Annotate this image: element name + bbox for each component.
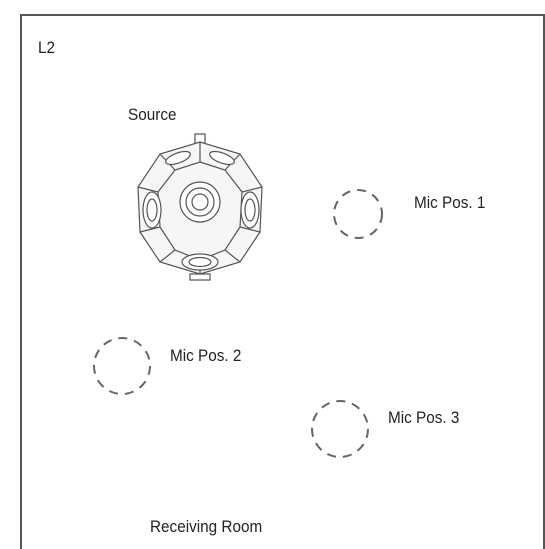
mic-position-2-icon [93, 337, 151, 395]
room-name-label: Receiving Room [150, 517, 263, 536]
receiving-room-outline [20, 14, 545, 549]
mic-pos-2-label: Mic Pos. 2 [170, 346, 242, 365]
mic-position-1-icon [333, 189, 383, 239]
mic-pos-3-label: Mic Pos. 3 [388, 408, 460, 427]
dodecahedron-speaker-icon [137, 133, 263, 281]
mic-pos-1-label: Mic Pos. 1 [414, 193, 486, 212]
source-label: Source [128, 105, 177, 124]
mic-position-3-icon [311, 400, 369, 458]
room-id-label: L2 [38, 38, 56, 57]
